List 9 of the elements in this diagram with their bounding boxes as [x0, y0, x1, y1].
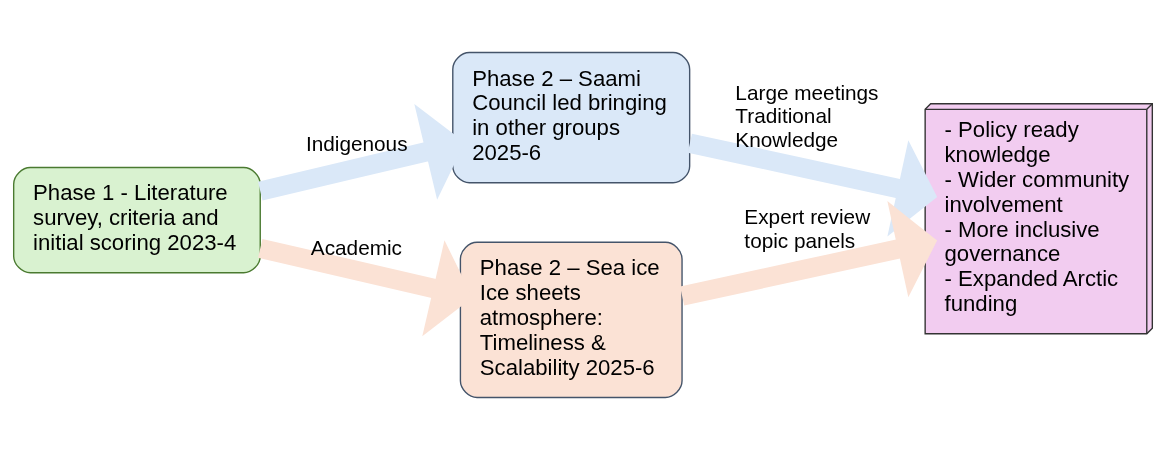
node-box: Phase 2 – Sea ice Ice sheets atmosphere: Timeliness & Scalability 2025-6 [459, 241, 683, 399]
edge-label: Indigenous [305, 131, 408, 155]
edge-label: Large meetings Traditional Knowledge [735, 80, 879, 151]
arrow [687, 133, 938, 237]
node-box: Phase 1 - Literature survey, criteria and initial scoring 2023-4 [13, 166, 261, 274]
node-box: Phase 2 – Saami Council led bringing in other groups 2025-6 [452, 51, 691, 184]
edge-label: Expert review topic panels [744, 205, 871, 252]
edge-label: Academic [310, 235, 402, 259]
arrow [680, 201, 938, 306]
